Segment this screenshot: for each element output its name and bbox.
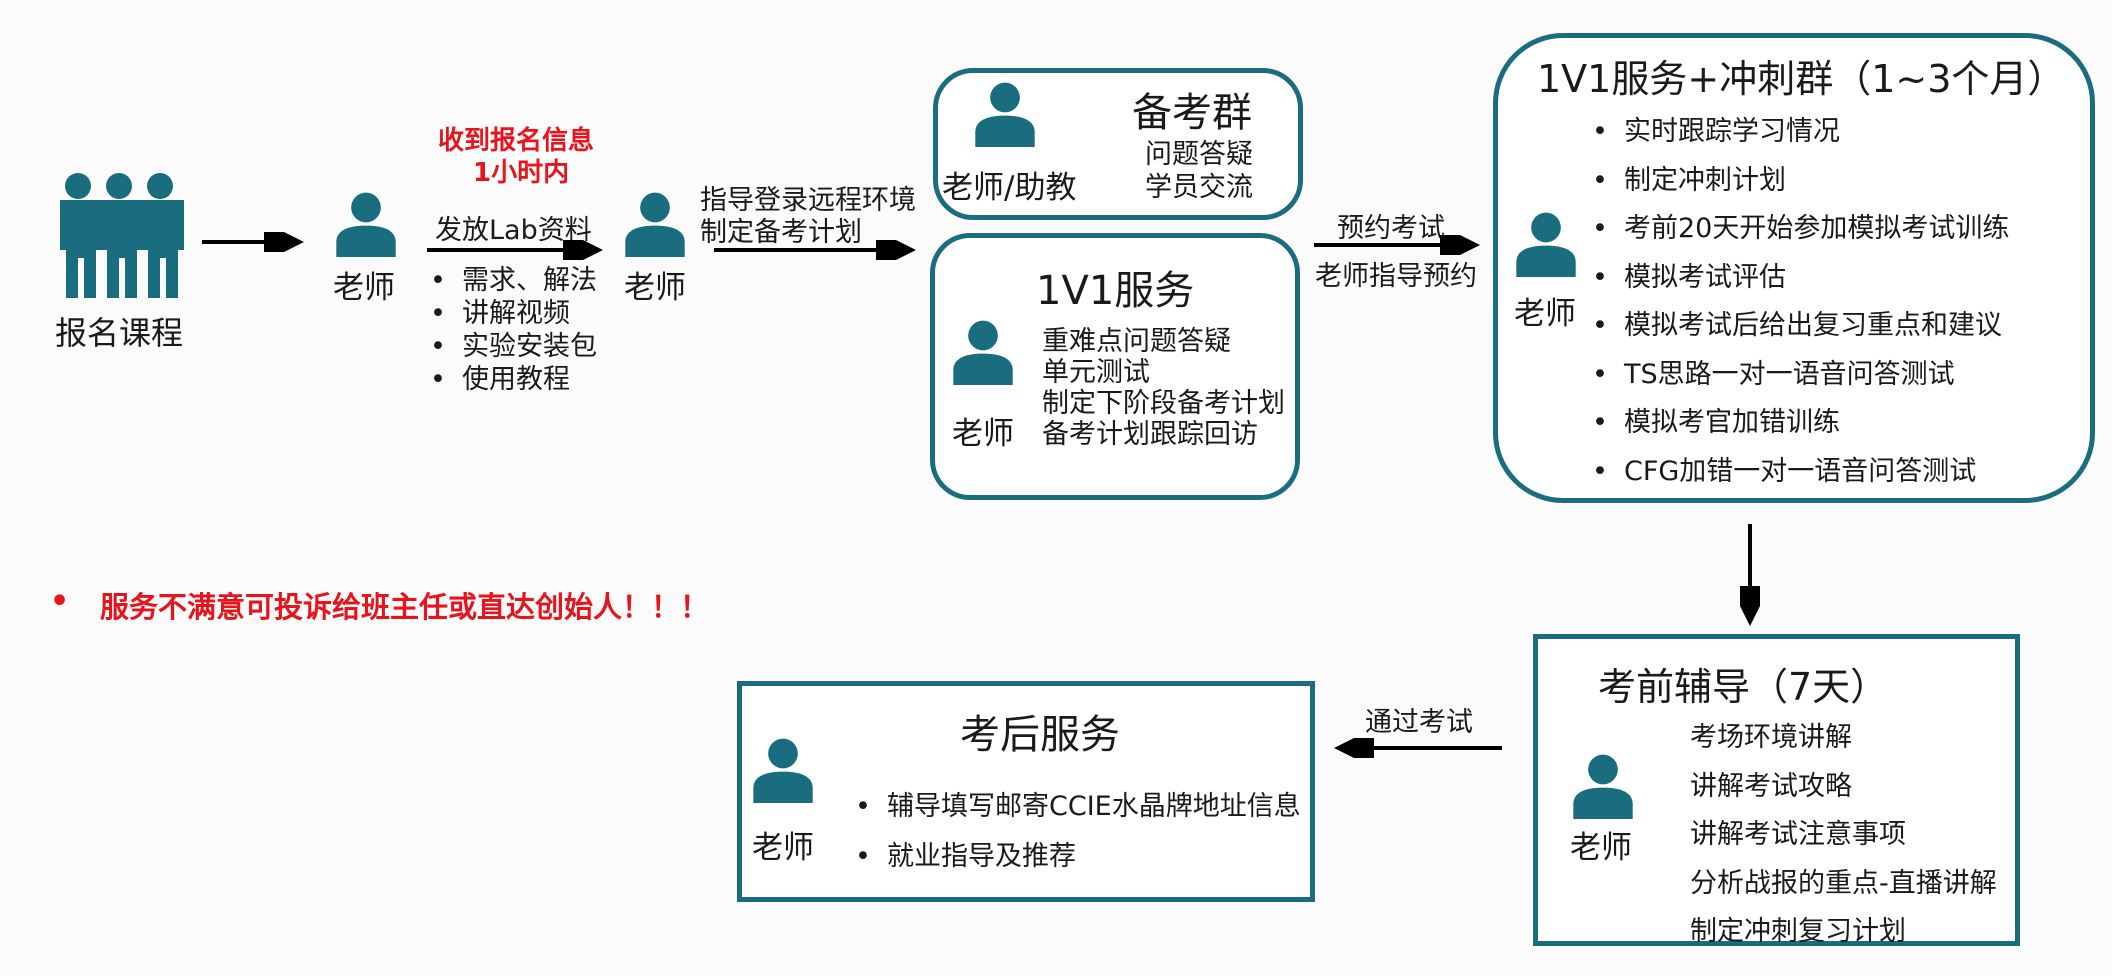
post-exam-items: 辅导填写邮寄CCIE水晶牌地址信息 就业指导及推荐: [853, 782, 1301, 882]
teacher-label: 老师: [752, 830, 814, 866]
teacher-person-icon: [1570, 752, 1636, 820]
list-item: 问题答疑: [1145, 139, 1253, 170]
highlight-line2: 1小时内: [473, 158, 570, 188]
list-item: 重难点问题答疑: [1042, 326, 1231, 357]
pass-exam-label: 通过考试: [1365, 707, 1473, 738]
list-item: 单元测试: [1042, 357, 1150, 388]
teacher-label: 老师: [624, 270, 686, 306]
list-item: 使用教程: [428, 363, 597, 396]
study-group-title: 备考群: [1132, 90, 1252, 136]
teacher-person-icon: [950, 318, 1016, 386]
one-on-one-box: [930, 233, 1300, 500]
arrow-teacher1-to-teacher2: [427, 240, 603, 260]
list-item: 实时跟踪学习情况: [1590, 108, 2009, 157]
list-item: 模拟考试后给出复习重点和建议: [1590, 302, 2009, 351]
list-item: 讲解考试攻略: [1690, 770, 1852, 802]
list-item: 备考计划跟踪回访: [1042, 419, 1258, 450]
highlight-line1: 收到报名信息: [438, 126, 595, 156]
list-item: CFG加错一对一语音问答测试: [1590, 448, 2009, 497]
list-item: 制定下阶段备考计划: [1042, 388, 1285, 419]
exam-booking-line2: 老师指导预约: [1315, 261, 1477, 292]
complaint-text: 服务不满意可投诉给班主任或直达创始人！！！: [100, 590, 710, 624]
sprint-items: 实时跟踪学习情况 制定冲刺计划 考前20天开始参加模拟考试训练 模拟考试评估 模…: [1590, 108, 2009, 496]
complaint-bullet: •: [50, 584, 70, 619]
teacher-label: 老师: [1570, 830, 1632, 866]
pre-exam-items: 考场环境讲解 讲解考试攻略 讲解考试注意事项 分析战报的重点-直播讲解 制定冲刺…: [1690, 714, 1997, 957]
exam-booking-line1: 预约考试: [1337, 213, 1445, 244]
teacher-person-icon: [622, 190, 688, 258]
arrow-pre-exam-to-post-exam: [1334, 738, 1502, 758]
teacher-label: 老师: [952, 416, 1014, 452]
list-item: 考前20天开始参加模拟考试训练: [1590, 205, 2009, 254]
assistant-person-icon: [972, 80, 1038, 148]
list-item: 分析战报的重点-直播讲解: [1690, 867, 1997, 899]
list-item: 就业指导及推荐: [853, 832, 1301, 882]
signup-label: 报名课程: [55, 314, 184, 352]
post-exam-title: 考后服务: [960, 712, 1120, 758]
list-item: 制定冲刺复习计划: [1690, 916, 1906, 947]
teacher-person-icon: [750, 736, 816, 804]
teacher-person-icon: [333, 190, 399, 258]
step2-line2: 制定备考计划: [700, 217, 862, 248]
arrow-signup-to-teacher: [202, 232, 304, 252]
teacher-label: 老师: [333, 270, 395, 306]
list-item: 需求、解法: [428, 264, 597, 297]
list-item: 讲解视频: [428, 297, 597, 330]
people-group-icon: [54, 173, 184, 298]
one-on-one-title: 1V1服务: [1036, 268, 1195, 314]
list-item: 讲解考试注意事项: [1690, 819, 1906, 850]
list-item: 实验安装包: [428, 330, 597, 363]
arrow-teacher2-to-services: [714, 240, 916, 260]
study-group-items: 问题答疑 学员交流: [1145, 138, 1253, 204]
list-item: TS思路一对一语音问答测试: [1590, 351, 2009, 400]
list-item: 制定冲刺计划: [1590, 157, 2009, 206]
teacher-label: 老师: [1514, 296, 1576, 332]
arrow-to-sprint: [1314, 235, 1480, 255]
list-item: 模拟考试评估: [1590, 254, 2009, 303]
step2-line1: 指导登录远程环境: [700, 185, 916, 216]
list-item: 辅导填写邮寄CCIE水晶牌地址信息: [853, 782, 1301, 832]
list-item: 考场环境讲解: [1690, 722, 1852, 753]
list-item: 学员交流: [1145, 172, 1253, 203]
one-on-one-items: 重难点问题答疑 单元测试 制定下阶段备考计划 备考计划跟踪回访: [1042, 326, 1285, 450]
teacher-person-icon: [1513, 210, 1579, 278]
assistant-label: 老师/助教: [942, 170, 1077, 206]
arrow-sprint-to-pre-exam: [1740, 524, 1760, 626]
lab-material-list: 需求、解法 讲解视频 实验安装包 使用教程: [428, 264, 597, 396]
pre-exam-title: 考前辅导（7天）: [1598, 665, 1889, 709]
sprint-title: 1V1服务+冲刺群（1~3个月）: [1537, 57, 2066, 101]
list-item: 模拟考官加错训练: [1590, 399, 2009, 448]
